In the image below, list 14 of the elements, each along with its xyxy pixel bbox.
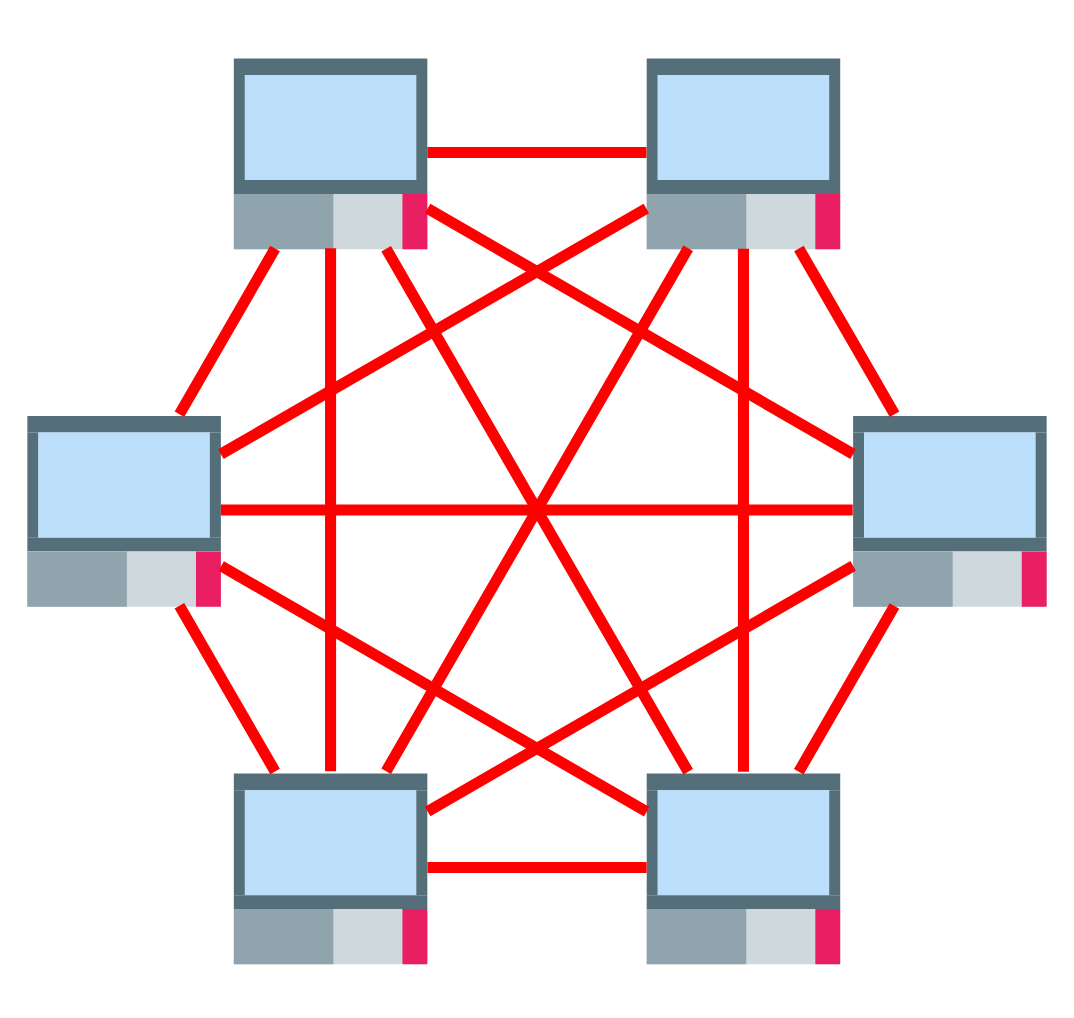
connector bbox=[174, 244, 280, 416]
connector bbox=[427, 145, 647, 157]
connector bbox=[381, 244, 693, 774]
connector bbox=[174, 602, 280, 774]
connector bbox=[427, 861, 647, 873]
connector bbox=[794, 602, 900, 774]
connector bbox=[424, 560, 856, 816]
connector bbox=[218, 202, 650, 458]
connector bbox=[325, 247, 337, 771]
connector bbox=[737, 247, 749, 771]
connector bbox=[794, 244, 900, 416]
connector bbox=[218, 560, 650, 816]
connector bbox=[220, 503, 853, 515]
connector bbox=[424, 202, 856, 458]
